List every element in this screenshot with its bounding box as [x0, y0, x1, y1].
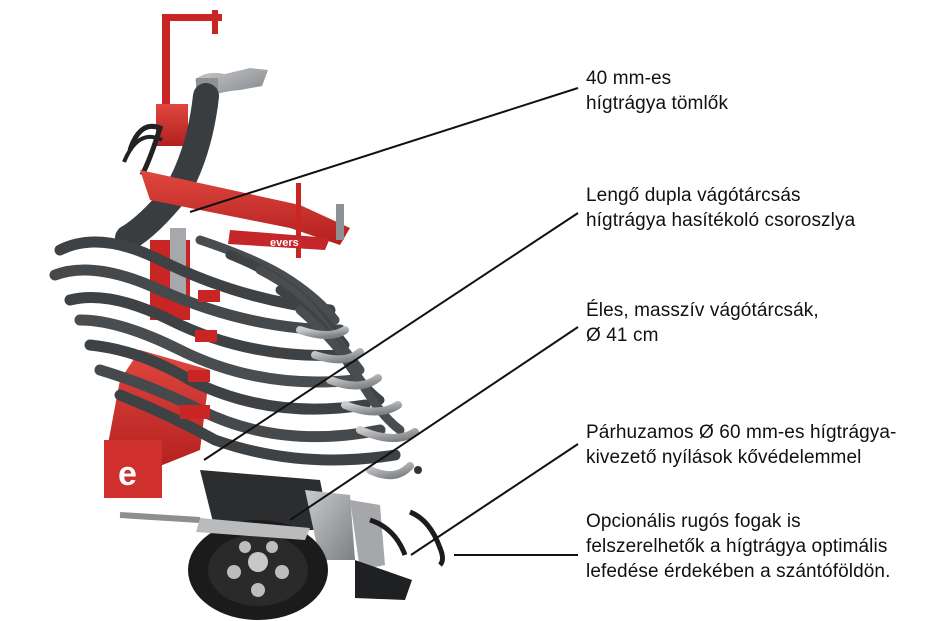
- callout-discs-line-1: Éles, masszív vágótárcsák,: [586, 300, 819, 321]
- callout-coulter: Lengő dupla vágótárcsás hígtrágya hasíté…: [586, 183, 855, 233]
- callout-outlets-line-1: Párhuzamos Ø 60 mm-es hígtrágya-: [586, 422, 897, 443]
- callout-discs-line-2: Ø 41 cm: [586, 325, 659, 346]
- callout-hose: 40 mm-es hígtrágya tömlők: [586, 66, 728, 116]
- brand-logo-text: evers: [270, 237, 299, 249]
- hose-bundle: [49, 235, 405, 466]
- callout-coulter-line-2: hígtrágya hasítékoló csoroszlya: [586, 210, 856, 231]
- callout-outlets-line-2: kivezető nyílások kővédelemmel: [586, 447, 862, 468]
- callout-coulter-line-1: Lengő dupla vágótárcsás: [586, 185, 801, 206]
- outlet-pipes: [296, 326, 419, 480]
- callout-tines: Opcionális rugós fogak is felszerelhetők…: [586, 509, 890, 584]
- depth-wheel: [188, 520, 328, 620]
- callout-tines-line-3: lefedése érdekében a szántóföldön.: [586, 561, 891, 582]
- svg-text:e: e: [118, 455, 137, 493]
- spring-bracket: [119, 512, 310, 540]
- callout-tines-line-2: felszerelhetők a hígtrágya optimális: [586, 536, 888, 557]
- callout-tines-line-1: Opcionális rugós fogak is: [586, 511, 801, 532]
- callout-discs: Éles, masszív vágótárcsák, Ø 41 cm: [586, 298, 819, 348]
- callout-hose-line-2: hígtrágya tömlők: [586, 93, 729, 114]
- callout-outlets: Párhuzamos Ø 60 mm-es hígtrágya- kivezet…: [586, 420, 896, 470]
- leader-lines: [189, 87, 579, 556]
- red-clamps: [180, 290, 220, 419]
- callout-hose-line-1: 40 mm-es: [586, 68, 672, 89]
